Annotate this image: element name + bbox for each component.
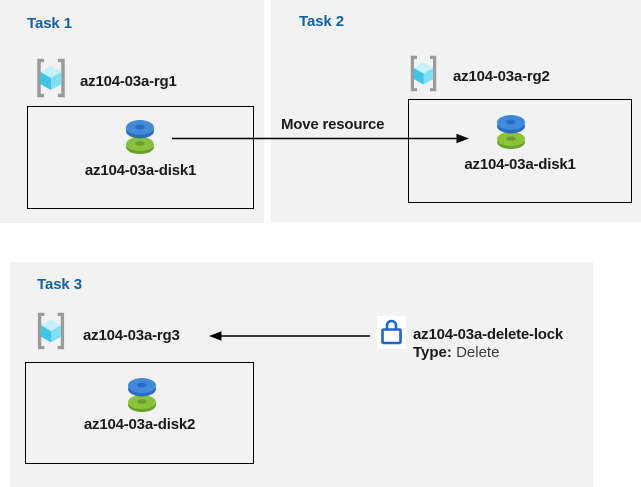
lock-name: az104-03a-delete-lock: [413, 326, 564, 343]
task3-resource-name: az104-03a-disk2: [83, 416, 196, 433]
resource-group-icon: [407, 55, 440, 92]
managed-disk-icon: [493, 110, 529, 152]
task1-panel: [0, 0, 264, 223]
task2-resource-box: [408, 99, 632, 203]
resource-group-icon: [34, 58, 68, 98]
managed-disk-icon: [122, 115, 158, 157]
task3-title: Task 3: [37, 276, 82, 293]
task1-title: Task 1: [27, 15, 72, 32]
task1-resource-box: [27, 106, 254, 209]
task2-resource-group-name: az104-03a-rg2: [453, 68, 550, 85]
task2-title: Task 2: [299, 13, 344, 30]
move-resource-label: Move resource: [281, 116, 385, 133]
task3-panel: [10, 262, 593, 487]
lock-icon: [377, 316, 406, 349]
task1-resource-name: az104-03a-disk1: [84, 162, 197, 179]
lock-type-value: Delete: [456, 344, 500, 361]
managed-disk-icon: [124, 373, 160, 415]
task1-resource-group-name: az104-03a-rg1: [80, 73, 177, 90]
lock-type: Type: Delete: [413, 344, 499, 361]
task3-resource-box: [25, 362, 254, 464]
task2-panel: [271, 0, 641, 222]
task2-resource-name: az104-03a-disk1: [464, 156, 576, 173]
lock-type-label: Type:: [413, 344, 452, 361]
resource-group-icon: [34, 312, 68, 350]
task3-resource-group-name: az104-03a-rg3: [83, 327, 180, 344]
